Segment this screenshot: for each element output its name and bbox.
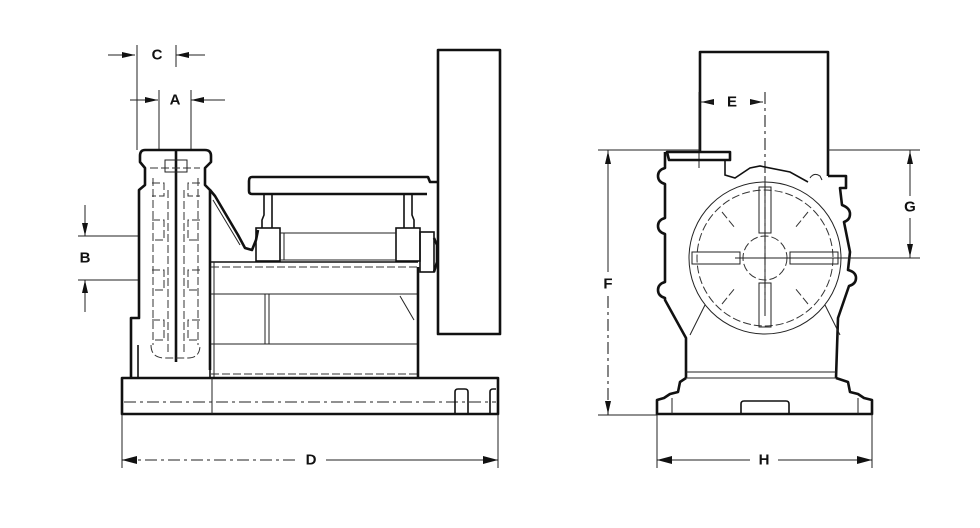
dimension-c xyxy=(108,45,205,150)
dimension-label-d: D xyxy=(303,451,319,469)
end-view xyxy=(598,50,920,468)
pump-casing xyxy=(656,150,858,379)
dimension-label-e: E xyxy=(724,93,740,111)
dimension-g xyxy=(828,149,920,259)
dimension-label-a: A xyxy=(167,91,183,109)
dimension-f xyxy=(598,149,700,416)
pump-head xyxy=(129,148,213,378)
shaft-housing xyxy=(255,227,439,273)
motor-top-plate xyxy=(247,175,438,196)
pump-bracket xyxy=(209,189,260,252)
dimension-e xyxy=(698,92,766,300)
dimension-label-f: F xyxy=(601,275,615,293)
base-plate xyxy=(120,376,500,416)
dimension-label-g: G xyxy=(902,198,918,216)
dimension-label-h: H xyxy=(756,451,772,469)
dimension-d xyxy=(121,414,499,468)
dimension-label-c: C xyxy=(149,46,165,64)
dimension-label-b: B xyxy=(77,249,93,267)
motor-block xyxy=(698,50,830,176)
pedestal xyxy=(655,371,874,416)
dimension-a xyxy=(130,90,225,150)
side-view xyxy=(78,45,502,468)
pulley-guard xyxy=(436,48,502,336)
frame-body xyxy=(211,261,420,378)
dimension-b xyxy=(78,205,138,312)
dimension-h xyxy=(656,414,873,468)
plate-supports xyxy=(261,194,415,228)
impeller xyxy=(688,176,880,336)
